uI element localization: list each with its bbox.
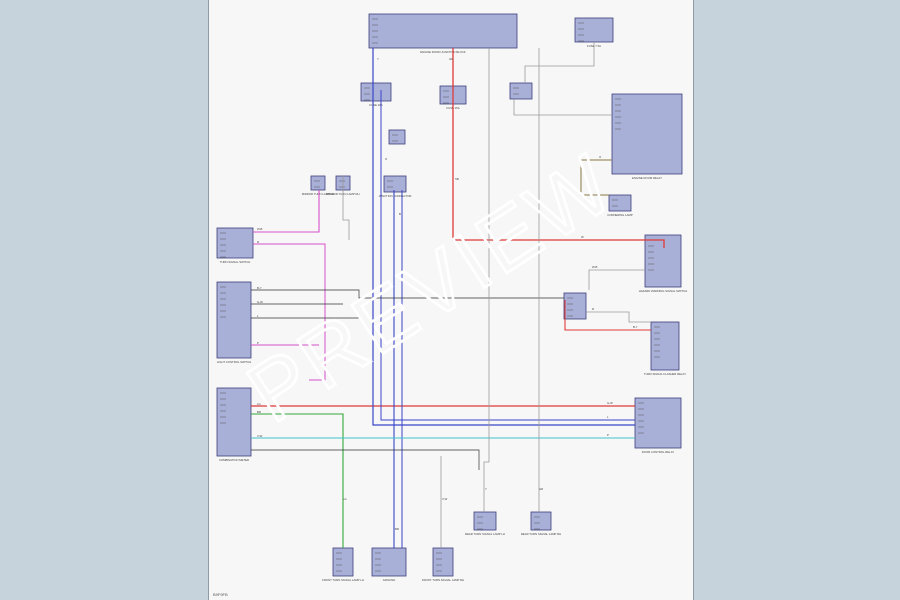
wire-pink-1	[253, 190, 320, 233]
component-label: ENGINE ROOM RELAY	[632, 176, 662, 180]
wire-code-label: GR	[449, 57, 453, 61]
rear-turn-lamp-rh	[530, 511, 552, 531]
wire-code-label: W-B	[592, 265, 598, 269]
hazard-switch	[644, 234, 682, 288]
relay-small-box	[509, 82, 533, 100]
front-turn-lamp-lh	[332, 547, 354, 577]
wire-code-label: R	[257, 240, 259, 244]
light-control-switch	[216, 281, 252, 359]
wire-code-label: R	[592, 307, 594, 311]
combination-meter	[216, 387, 252, 457]
component-label: HAZARD WARNING SIGNAL SWITCH	[639, 289, 687, 293]
junction-small-box	[388, 129, 406, 145]
wire-code-label: B-Y	[633, 325, 638, 329]
ground-point-box	[371, 547, 407, 577]
component-label: REAR TURN SIGNAL LAMP LH	[465, 532, 505, 536]
wire-gray-6	[513, 99, 612, 116]
connector-mid-box	[383, 175, 407, 193]
wire-code-label: G-W	[257, 300, 263, 304]
wire-code-label: SB	[455, 177, 459, 181]
engine-room-relay	[611, 93, 683, 175]
wire-code-label: GR	[539, 487, 543, 491]
wire-code-label: O	[599, 155, 602, 159]
wire-gray-2	[588, 269, 645, 290]
component-label: LIGHT CONTROL SWITCH	[217, 360, 251, 364]
sheet-id: B9F9FB	[213, 592, 228, 597]
component-label: FRONT TURN SIGNAL LAMP LH	[322, 578, 364, 582]
mirror-lamp-lh	[310, 175, 326, 191]
wire-code-label: L	[607, 415, 609, 419]
wire-blue-1	[372, 48, 635, 426]
component-label: ENGINE ROOM JUNCTION BLOCK	[420, 50, 466, 54]
wire-code-label: V-W	[257, 434, 263, 438]
wire-pink-2	[253, 243, 326, 381]
cornering-lamp-box	[608, 194, 632, 212]
component-label: FRONT TURN SIGNAL LAMP RH	[422, 578, 464, 582]
component-label: GROUND	[383, 578, 395, 582]
junction-connector-right	[563, 292, 587, 320]
wire-code-label: BR	[395, 527, 399, 531]
fuse-10a-box	[360, 82, 392, 102]
wire-code-label: B	[399, 212, 401, 216]
wire-code-label: BR	[257, 410, 261, 414]
wire-brown	[580, 159, 612, 196]
wire-code-label: G-W	[607, 401, 613, 405]
component-label: JUNCTION CONNECTOR	[379, 194, 412, 198]
wire-code-label: P	[257, 341, 259, 345]
wire-code-label: L	[257, 314, 259, 318]
wire-code-label: Y	[377, 57, 379, 61]
component-label: TURN SIGNAL SWITCH	[220, 260, 251, 264]
wire-code-label: Y	[485, 487, 487, 491]
wire-code-label: W	[581, 235, 584, 239]
component-label: CORNERING LAMP	[607, 213, 633, 217]
wire-code-label: LG	[257, 402, 261, 406]
wire-gray-1	[342, 176, 350, 240]
component-label: REAR TURN SIGNAL LAMP RH	[521, 532, 561, 536]
component-label: MIRROR TURN LAMP LH	[302, 192, 335, 196]
door-control-relay	[634, 397, 682, 449]
wire-code-label: O	[385, 157, 388, 161]
component-label: DOOR CONTROL RELAY	[642, 450, 675, 454]
wire-red-branch	[564, 300, 651, 331]
turn-signal-switch	[216, 227, 254, 259]
wire-code-label: W-B	[257, 227, 263, 231]
flasher-relay	[650, 321, 680, 371]
wire-code-label: V-W	[442, 497, 448, 501]
wire-red-main	[452, 48, 665, 248]
rear-turn-lamp-lh	[473, 511, 497, 531]
component-label: TURN SIGNAL FLASHER RELAY	[644, 372, 686, 376]
wire-black-4	[251, 449, 480, 470]
wire-gray-4	[483, 48, 490, 512]
wire-gray-7	[524, 42, 595, 83]
wire-code-label: B-Y	[257, 286, 262, 290]
engine-room-junction-block	[368, 13, 518, 49]
front-turn-lamp-rh	[432, 547, 454, 577]
wire-green	[251, 413, 344, 548]
wire-code-label: LG	[343, 497, 347, 501]
wire-blue-2	[380, 90, 635, 421]
wire-black-1	[251, 289, 564, 299]
fuse-box-right	[574, 17, 614, 43]
component-label: COMBINATION METER	[219, 458, 249, 462]
wire-gray-3	[586, 311, 651, 323]
component-label: FUSE 10A	[369, 103, 382, 107]
wire-code-label: P	[607, 433, 609, 437]
